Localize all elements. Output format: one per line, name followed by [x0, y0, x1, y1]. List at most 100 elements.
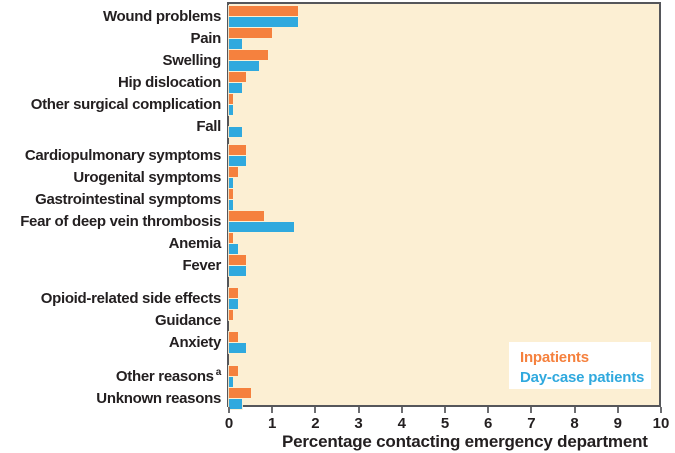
tick-mark [660, 407, 662, 413]
bar-inpatients [229, 366, 238, 376]
category-label: Fever [182, 256, 221, 274]
chart-row: Wound problems [0, 5, 661, 27]
chart-row: Fever [0, 254, 661, 276]
bar-daycase [229, 105, 234, 115]
footnote-marker: a [215, 367, 222, 378]
category-label: Wound problems [102, 7, 221, 25]
bar-inpatients [229, 255, 247, 265]
category-label: Other surgical complication [30, 95, 222, 113]
category-label: Swelling [162, 51, 222, 69]
bar-inpatients [229, 288, 238, 298]
legend-inpatients: Inpatients [520, 349, 589, 366]
tick-label: 7 [527, 415, 536, 432]
bar-daycase [229, 17, 299, 27]
bar-pair [229, 331, 661, 353]
chart-row: Urogenital symptoms [0, 166, 661, 188]
bar-inpatients [229, 94, 234, 104]
chart-row: Anemia [0, 232, 661, 254]
bar-pair [229, 71, 661, 93]
category-label: Fall [196, 117, 221, 135]
chart-row: Pain [0, 27, 661, 49]
category-label: Urogenital symptoms [73, 168, 221, 186]
chart-row: Cardiopulmonary symptoms [0, 144, 661, 166]
category-label: Gastrointestinal symptoms [35, 190, 221, 208]
bar-daycase [229, 178, 234, 188]
tick-label: 5 [440, 415, 450, 432]
tick-label: 8 [570, 415, 579, 432]
category-label: Anxiety [168, 333, 221, 351]
chart-row: Anxiety [0, 331, 661, 353]
chart-row: Gastrointestinal symptoms [0, 188, 661, 210]
category-label: Pain [190, 29, 222, 47]
category-label: Unknown reasons [96, 389, 221, 407]
plot-area [227, 2, 661, 407]
chart-row: Fear of deep vein thrombosis [0, 210, 661, 232]
bar-daycase [229, 343, 247, 353]
bar-inpatients [229, 50, 268, 60]
bar-pair [229, 49, 661, 71]
tick-mark [444, 407, 446, 413]
tick-label: 6 [484, 415, 493, 432]
bar-pair [229, 387, 661, 409]
tick-mark [271, 407, 274, 413]
chart-row: Unknown reasons [0, 387, 661, 409]
bar-inpatients [229, 388, 251, 398]
bar-pair [229, 188, 661, 210]
bar-inpatients [229, 6, 299, 16]
tick-label: 4 [397, 415, 406, 432]
category-label: Hip dislocation [117, 73, 221, 91]
category-label: Guidance [155, 311, 221, 329]
tick-label: 9 [613, 415, 622, 432]
legend-daycase: Day-case patients [520, 369, 645, 386]
tick-mark [400, 407, 403, 413]
bar-daycase [229, 127, 242, 137]
bar-inpatients [229, 332, 238, 342]
category-label: Cardiopulmonary symptoms [24, 146, 221, 164]
bar-pair [229, 115, 661, 137]
bar-daycase [229, 399, 242, 409]
bar-pair [229, 365, 661, 387]
bar-daycase [229, 266, 247, 276]
bar-inpatients [229, 167, 238, 177]
bar-inpatients [229, 211, 264, 221]
bar-daycase [229, 377, 234, 387]
tick-mark [530, 407, 533, 413]
tick-label: 1 [268, 415, 277, 432]
bar-daycase [229, 244, 238, 254]
bar-inpatients [229, 72, 247, 82]
bar-inpatients [229, 145, 247, 155]
bar-daycase [229, 200, 234, 210]
chart-row: Guidance [0, 309, 661, 331]
bar-pair [229, 254, 661, 276]
chart-row: Swelling [0, 49, 661, 71]
category-label: Opioid-related side effects [40, 289, 222, 307]
bar-pair [229, 144, 661, 166]
bar-daycase [229, 61, 260, 71]
category-label: Fear of deep vein thrombosis [20, 212, 221, 230]
bar-inpatients [229, 28, 273, 38]
bar-daycase [229, 83, 242, 93]
bar-pair [229, 210, 661, 232]
bar-pair [229, 166, 661, 188]
chart-row: Fall [0, 115, 661, 137]
bar-inpatients [229, 189, 234, 199]
legend: Inpatients Day-case patients [509, 342, 651, 389]
tick-label: 10 [652, 415, 670, 432]
bar-pair [229, 93, 661, 115]
bar-daycase [229, 299, 238, 309]
chart-row: Other surgical complication [0, 93, 661, 115]
bar-pair [229, 5, 661, 27]
bar-pair [229, 27, 661, 49]
tick-mark [573, 407, 576, 413]
bar-daycase [229, 39, 242, 49]
tick-label: 3 [354, 415, 363, 432]
tick-label: 0 [224, 415, 234, 432]
bar-daycase [229, 156, 247, 166]
